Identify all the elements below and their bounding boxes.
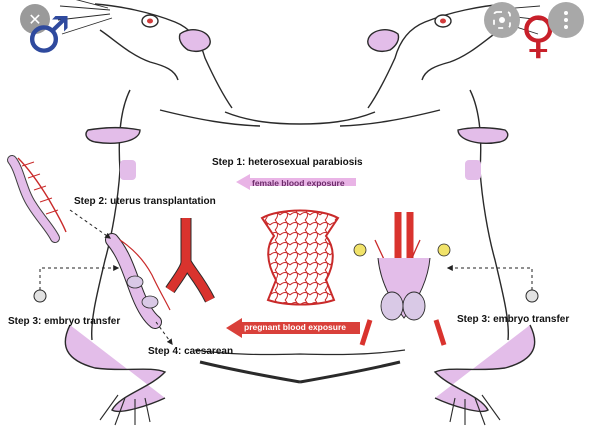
dashed-arrow-step4	[155, 321, 173, 345]
dashed-arrow-step3-left	[39, 265, 120, 290]
male-rat-tail	[199, 360, 301, 384]
male-rat-front-paw	[85, 127, 141, 144]
embryo-left	[33, 289, 47, 303]
female-blood-exposure-label: female blood exposure	[252, 178, 345, 188]
vascular-anastomosis	[260, 209, 340, 306]
transplanted-uterus	[105, 233, 171, 329]
more-vert-icon	[564, 11, 568, 29]
female-blood-exposure-arrow	[236, 174, 356, 190]
left-ovary	[353, 243, 367, 257]
male-rat-head	[94, 3, 233, 109]
step2-label: Step 2: uterus transplantation	[74, 196, 216, 207]
right-pink-patch	[465, 160, 481, 180]
close-icon: ✕	[28, 9, 42, 29]
female-reproductive-tract	[353, 212, 451, 346]
female-rat	[299, 3, 543, 426]
parabiosis-bridge	[224, 111, 376, 125]
female-rat-tail	[299, 360, 401, 384]
lens-search-button[interactable]	[484, 2, 520, 38]
lens-search-icon	[493, 11, 511, 29]
female-rat-head	[367, 3, 506, 109]
male-symbol: ♂	[26, 6, 71, 64]
male-rat-ear	[178, 29, 211, 52]
more-options-button[interactable]	[548, 2, 584, 38]
dashed-arrow-step3-right	[446, 265, 533, 290]
female-rat-ear	[367, 29, 400, 52]
step3-right-label: Step 3: embryo transfer	[457, 314, 570, 325]
pregnant-blood-exposure-arrow	[226, 318, 360, 338]
step3-left-label: Step 3: embryo transfer	[8, 316, 121, 327]
pregnant-blood-exposure-label: pregnant blood exposure	[244, 322, 347, 332]
male-rat	[57, 0, 301, 426]
dashed-arrow-step2	[69, 209, 111, 239]
step4-label: Step 4: caesarean	[148, 346, 234, 357]
female-rat-front-paw	[457, 127, 509, 144]
close-button[interactable]: ✕	[20, 4, 50, 34]
step1-label: Step 1: heterosexual parabiosis	[212, 157, 363, 168]
donor-uterus	[7, 155, 67, 243]
embryo-right	[525, 289, 539, 303]
left-pink-patch	[120, 160, 136, 180]
right-ovary	[437, 243, 451, 257]
